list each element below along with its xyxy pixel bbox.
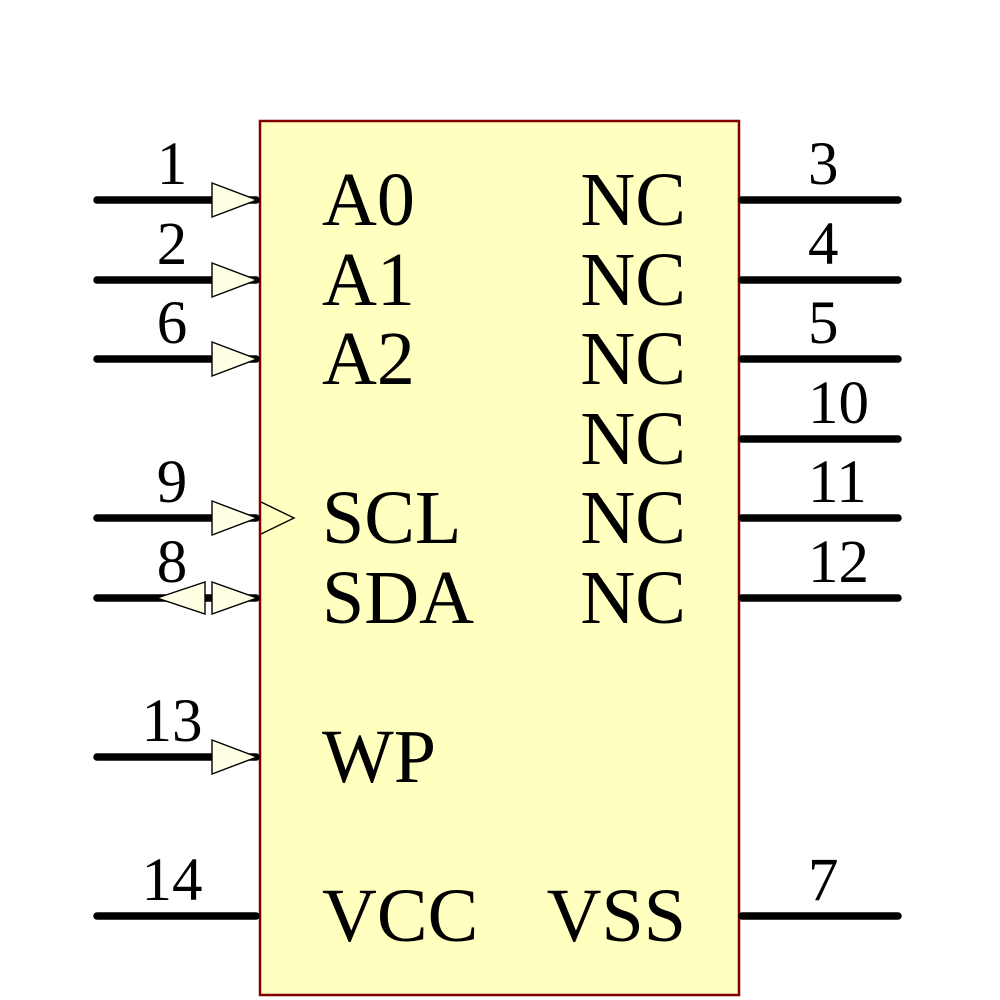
pin-7-label: VSS (547, 874, 686, 958)
bidirectional-arrow-icon (211, 581, 260, 615)
input-arrow-icon (211, 738, 259, 776)
clock-chevron-icon (260, 501, 296, 535)
pin-10-number: 10 (808, 370, 869, 437)
pin-14-label: VCC (322, 874, 478, 958)
pin-5-number: 5 (808, 290, 839, 357)
pin-11-number: 11 (808, 449, 867, 516)
pin-6-number: 6 (157, 290, 188, 357)
pin-9-label: SCL (322, 476, 461, 560)
input-arrow-icon (211, 340, 259, 378)
pin-1-number: 1 (157, 131, 188, 198)
pin-10-label: NC (580, 397, 686, 481)
pin-2-number: 2 (157, 211, 188, 278)
pin-4-label: NC (580, 238, 686, 322)
pin-7-number: 7 (808, 847, 839, 914)
pin-5-label: NC (580, 317, 686, 401)
pin-4-number: 4 (808, 211, 839, 278)
input-arrow-icon (211, 181, 259, 219)
pin-6-label: A2 (322, 317, 415, 401)
pin-3-label: NC (580, 158, 686, 242)
pin-9-number: 9 (157, 449, 188, 516)
pin-1-label: A0 (322, 158, 415, 242)
input-arrow-icon (211, 261, 259, 299)
pin-8-number: 8 (157, 529, 188, 596)
pin-14-number: 14 (142, 847, 203, 914)
pin-2-label: A1 (322, 238, 415, 322)
pin-11-label: NC (580, 476, 686, 560)
input-arrow-icon (211, 499, 259, 537)
pin-12-number: 12 (808, 529, 869, 596)
pin-13-label: WP (322, 715, 436, 799)
pin-13-number: 13 (142, 688, 203, 755)
pin-8-label: SDA (322, 556, 474, 640)
pin-12-label: NC (580, 556, 686, 640)
ic-body (258, 119, 741, 997)
pin-3-number: 3 (808, 131, 839, 198)
bidirectional-arrow-icon (154, 581, 206, 615)
